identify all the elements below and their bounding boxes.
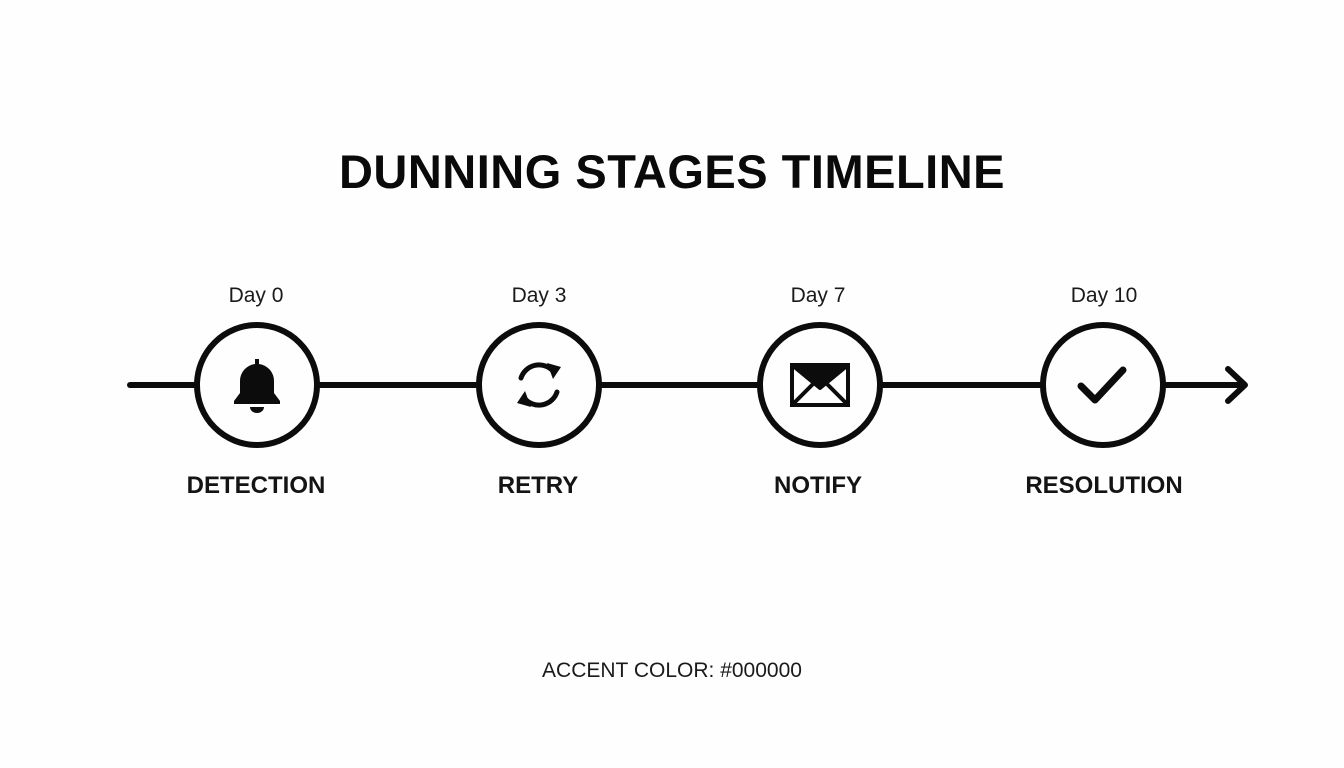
stage-node-retry	[476, 322, 602, 448]
day-label-notify: Day 7	[790, 284, 846, 307]
accent-color-caption: ACCENT COLOR: #000000	[542, 659, 802, 682]
stage-label-retry: RETRY	[497, 472, 579, 499]
day-label-detection: Day 0	[228, 284, 284, 307]
day-label-retry: Day 3	[511, 284, 567, 307]
bell-icon	[234, 359, 280, 413]
refresh-icon	[517, 362, 561, 408]
day-label-resolution: Day 10	[1070, 284, 1138, 307]
stage-label-notify: NOTIFY	[774, 472, 862, 499]
page-title: DUNNING STAGES TIMELINE	[338, 145, 1006, 198]
stage-node-notify	[757, 322, 883, 448]
stage-node-detection	[194, 322, 320, 448]
stage-node-resolution	[1040, 322, 1166, 448]
stage-label-detection: DETECTION	[186, 472, 326, 499]
stage-label-resolution: RESOLUTION	[1025, 472, 1183, 499]
timeline-arrowhead	[1225, 366, 1248, 404]
envelope-icon	[790, 363, 850, 407]
checkmark-icon	[1077, 366, 1127, 404]
